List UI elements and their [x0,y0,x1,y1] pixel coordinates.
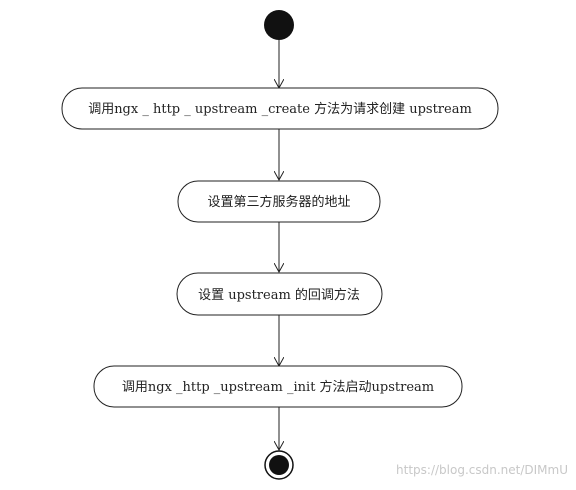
activity-step-1: 调用ngx _ http _ upstream _create 方法为请求创建 … [61,87,499,130]
activity-step-3: 设置 upstream 的回调方法 [176,272,383,316]
final-node [264,450,294,480]
activity-step-1-box [61,87,499,130]
activity-step-3-label: 设置 upstream 的回调方法 [198,287,360,303]
activity-step-3-box [176,272,383,316]
activity-step-1-label: 调用ngx _ http _ upstream _create 方法为请求创建 … [88,101,472,117]
initial-node [264,10,294,40]
activity-step-2-label: 设置第三方服务器的地址 [207,194,350,210]
activity-step-4-box [93,365,463,408]
activity-step-2: 设置第三方服务器的地址 [177,180,381,223]
final-node-inner-dot [269,455,289,475]
watermark-text: https://blog.csdn.net/DIMmU [396,463,568,477]
activity-step-2-box [177,180,381,223]
activity-step-4-label: 调用ngx _http _upstream _init 方法启动upstream [122,379,434,395]
activity-step-4: 调用ngx _http _upstream _init 方法启动upstream [93,365,463,408]
